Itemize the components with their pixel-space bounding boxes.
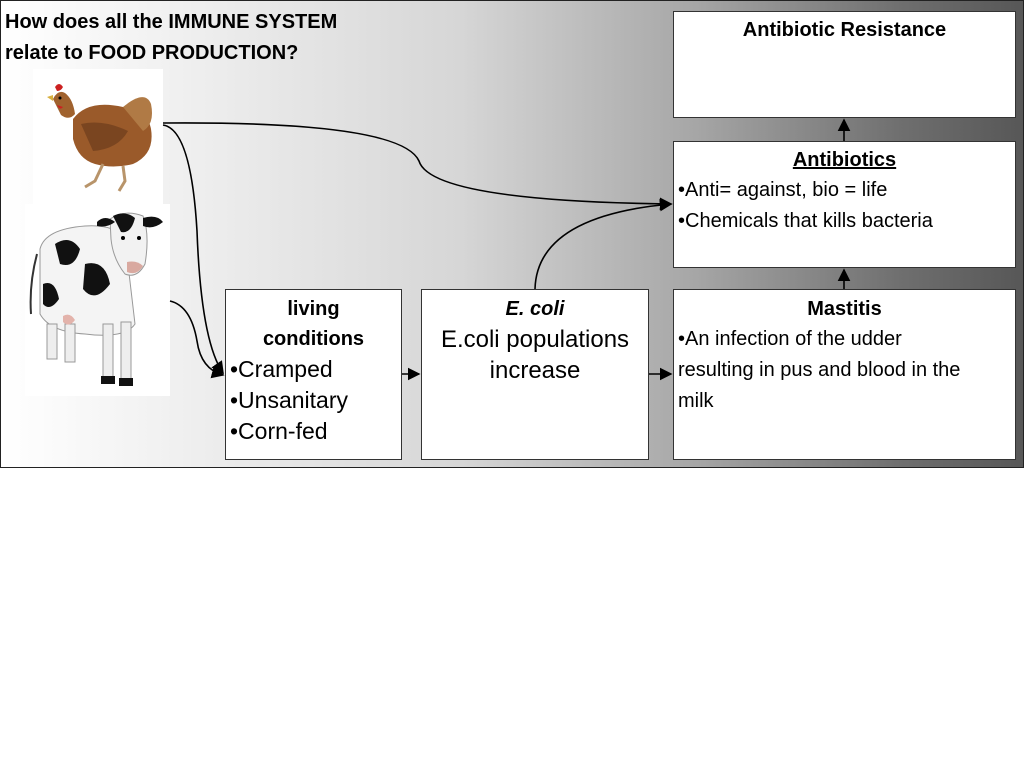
slide: How does all the IMMUNE SYSTEM relate to… [0, 0, 1024, 468]
antibiotics-bullet-2: •Chemicals that kills bacteria [678, 210, 933, 232]
antibiotics-box: Antibiotics •Anti= against, bio = life •… [673, 141, 1016, 268]
mastitis-body: •An infection of the udder resulting in … [678, 328, 961, 412]
slide-title: How does all the IMMUNE SYSTEM relate to… [5, 11, 338, 64]
living-conditions-bullet-2: •Unsanitary [230, 387, 348, 413]
ecoli-heading: E. coli [505, 298, 565, 320]
ecoli-to-antibiotics-arrow [534, 198, 673, 290]
living-conditions-heading: living conditions [262, 298, 365, 350]
antibiotics-heading: Antibiotics [792, 149, 897, 171]
living-conditions-box: living conditions •Cramped •Unsanitary •… [225, 289, 402, 460]
chicken-to-antibiotics-arrow [162, 122, 673, 211]
connector-arrows [162, 118, 851, 381]
cow-to-living-arrow [169, 300, 225, 379]
mastitis-heading: Mastitis [807, 298, 882, 320]
ecoli-box: E. coli E.coli populations increase [421, 289, 649, 460]
ecoli-body: E.coli populations increase [440, 326, 630, 384]
chicken-to-living-arrow [162, 124, 224, 375]
living-conditions-bullet-1: •Cramped [230, 356, 333, 382]
mastitis-box: Mastitis •An infection of the udder resu… [673, 289, 1016, 460]
chicken-image [33, 69, 163, 204]
antibiotic-resistance-box: Antibiotic Resistance [673, 11, 1016, 118]
cow-image [25, 204, 170, 396]
antibiotics-bullet-1: •Anti= against, bio = life [678, 179, 888, 201]
antibiotic-resistance-heading: Antibiotic Resistance [742, 19, 947, 41]
living-conditions-bullet-3: •Corn-fed [230, 418, 328, 444]
